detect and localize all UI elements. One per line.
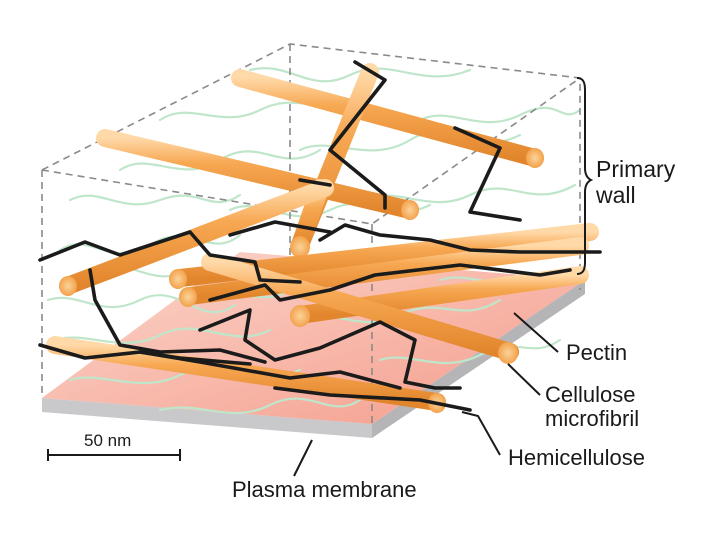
cellulose-label-line-1: Cellulose (545, 383, 639, 407)
scale-bar-label: 50 nm (84, 431, 131, 451)
plasma-membrane-label: Plasma membrane (232, 478, 417, 502)
cellulose-microfibril-label: Cellulose microfibril (545, 383, 639, 431)
cellulose-label-line-2: microfibril (545, 407, 639, 431)
primary-wall-label: Primary wall (596, 156, 675, 208)
pectin-label: Pectin (566, 341, 627, 365)
hemicellulose-label: Hemicellulose (508, 446, 645, 470)
primary-wall-label-line-1: Primary (596, 156, 675, 182)
primary-wall-label-line-2: wall (596, 182, 675, 208)
